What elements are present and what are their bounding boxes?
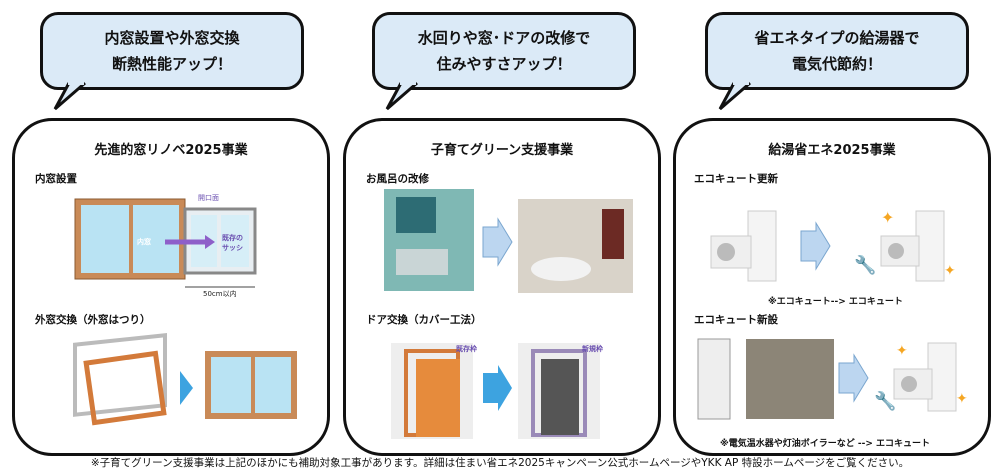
bubble-tail-icon [53,79,86,111]
ecocute-new-label: エコキュート新設 [694,314,778,326]
bubble-renovation: 水回りや窓･ドアの改修で 住みやすさアップ！ [372,12,636,111]
card-title: 先進的窓リノベ2025事業 [94,143,248,158]
card-title: 給湯省エネ2025事業 [768,143,896,158]
bubble-tail-icon [385,79,418,111]
inner-window-diagram [74,198,257,288]
new-frame-label: 新規枠 [582,345,603,353]
bath-diagram [384,189,633,293]
inner-sash-label: 内窓 [137,238,151,246]
existing-sash-label: 既存の サッシ [222,234,243,252]
ecocute-update-diagram: ✦ ✦ 🔧 [710,208,956,282]
inner-window-label: 内窓設置 [35,173,77,185]
ecocute-new-diagram: ✦ ✦ 🔧 [697,338,968,420]
svg-text:✦: ✦ [881,208,894,227]
card-window-renovation: 先進的窓リノベ2025事業 内窓設置 開口面 内窓 既存の サッシ 50cm以内… [12,118,330,456]
bubble-line1: 水回りや窓･ドアの改修で [417,29,591,47]
old-frame-label: 既存枠 [456,345,477,353]
bubble-line1: 内窓設置や外窓交換 [104,29,240,47]
door-diagram [391,343,600,439]
outer-window-diagram [73,333,297,426]
bubble-tail-icon [718,79,751,111]
svg-text:🔧: 🔧 [874,390,896,412]
opening-label: 開口面 [198,194,219,202]
card-title: 子育てグリーン支援事業 [430,143,574,158]
bubble-water-heater: 省エネタイプの給湯器で 電気代節約！ [705,12,969,111]
svg-text:🔧: 🔧 [854,254,876,276]
svg-text:✦: ✦ [944,263,956,279]
bubble-line2: 断熱性能アップ！ [111,55,232,73]
width-label: 50cm以内 [203,290,237,298]
bubble-insulation: 内窓設置や外窓交換 断熱性能アップ！ [40,12,304,111]
svg-text:✦: ✦ [896,343,908,359]
bubble-line2: 住みやすさアップ！ [436,55,572,73]
door-label: ドア交換（カバー工法） [366,314,482,326]
ecocute-new-note: ※電気温水器や灯油ボイラーなど --> エコキュート [720,439,931,449]
card-kosodate-green: 子育てグリーン支援事業 お風呂の改修 ドア交換（カバー工法） 既存枠 新規枠 [343,118,661,456]
svg-text:✦: ✦ [956,391,968,407]
bubble-line2: 電気代節約！ [791,55,882,73]
ecocute-update-note: ※エコキュート--> エコキュート [768,297,903,307]
bath-label: お風呂の改修 [366,173,429,185]
ecocute-update-label: エコキュート更新 [694,173,778,185]
footer-note: ※子育てグリーン支援事業は上記のほかにも補助対象工事があります。詳細は住まい省エ… [90,457,910,469]
card-water-heater: 給湯省エネ2025事業 エコキュート更新 ✦ ✦ 🔧 ※エコキュート--> エコ… [673,118,991,456]
bubble-line1: 省エネタイプの給湯器で [754,29,920,47]
outer-window-label: 外窓交換（外窓はつり） [35,314,151,326]
